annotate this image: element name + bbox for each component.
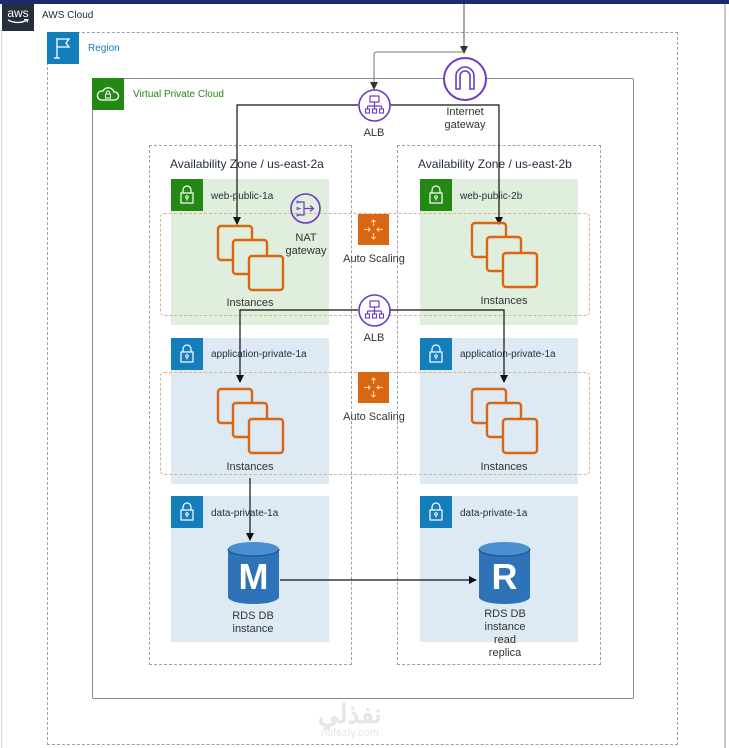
ec2-instances-icon[interactable] — [470, 387, 540, 460]
nat-gateway-icon[interactable] — [290, 193, 321, 229]
ec2-instances-icon[interactable] — [470, 221, 540, 294]
subnet-web-a-label: web-public-1a — [211, 191, 274, 202]
wire-alb2-to-app-a — [236, 309, 358, 383]
rds-master-label: RDS DB instance — [212, 610, 294, 636]
subnet-lock-icon — [171, 179, 203, 211]
rds-replica-label-line2: instance — [484, 621, 526, 633]
vpc-label: Virtual Private Cloud — [133, 89, 224, 100]
rds-replica-label: RDS DB instance read replica — [464, 608, 546, 660]
auto-scaling-web-label: Auto Scaling — [343, 253, 405, 265]
subnet-lock-icon — [420, 496, 452, 528]
aws-smile-icon — [7, 19, 29, 24]
rds-master-letter: M — [238, 556, 269, 597]
internet-gateway-label-line1: Internet — [446, 106, 484, 118]
nat-gateway-label: NAT gateway — [280, 232, 332, 258]
rds-database-icon[interactable]: R — [478, 541, 531, 605]
region-group[interactable] — [47, 32, 678, 745]
internet-gateway-label: Internet gateway — [428, 106, 502, 132]
internet-gateway-icon[interactable] — [442, 56, 488, 107]
subnet-lock-icon — [171, 496, 203, 528]
auto-scaling-app-label: Auto Scaling — [343, 411, 405, 423]
rds-replica-label-line3: read — [493, 634, 517, 646]
rds-replica-label-line4: replica — [488, 647, 522, 659]
wire-alb-to-web-b — [390, 104, 503, 225]
ec2-instances-icon[interactable] — [216, 387, 286, 460]
subnet-web-b-label: web-public-2b — [460, 191, 523, 202]
subnet-app-a-label: application-private-1a — [211, 349, 307, 360]
nat-gateway-label-line1: NAT — [295, 232, 317, 244]
aws-cloud-label: AWS Cloud — [42, 10, 94, 21]
internet-gateway-label-line2: gateway — [444, 119, 486, 131]
aws-logo-text: aws — [7, 6, 29, 20]
top-bar — [0, 0, 729, 4]
watermark-latin: nafezly.com — [320, 727, 379, 739]
load-balancer-icon[interactable] — [358, 294, 391, 332]
auto-scaling-icon[interactable] — [358, 214, 389, 245]
subnet-lock-icon — [171, 338, 203, 370]
availability-zone-a[interactable] — [149, 145, 352, 665]
subnet-data-a-label: data-private-1a — [211, 508, 279, 519]
wire-alb2-to-app-b — [390, 309, 508, 383]
region-flag-icon — [47, 32, 79, 64]
availability-zone-b-label: Availability Zone / us-east-2b — [418, 157, 572, 171]
subnet-app-b-label: application-private-1a — [460, 349, 556, 360]
watermark-arabic: نفذلي — [318, 699, 382, 729]
wire-igw-to-alb — [370, 51, 464, 90]
subnet-lock-icon — [420, 338, 452, 370]
wire-alb-to-web-a — [233, 104, 358, 225]
alb-mid-label: ALB — [363, 332, 385, 344]
rds-replica-label-line1: RDS DB — [484, 608, 526, 620]
alb-top-label: ALB — [363, 127, 385, 139]
subnet-data-b-label: data-private-1a — [460, 508, 528, 519]
canvas-edge — [724, 4, 726, 748]
instances-app-b-label: Instances — [480, 461, 528, 473]
nat-gateway-label-line2: gateway — [285, 245, 327, 257]
instances-web-b-label: Instances — [480, 295, 528, 307]
rds-database-icon[interactable]: M — [227, 541, 280, 605]
vpc-cloud-lock-icon — [92, 78, 124, 110]
rds-master-label-line2: instance — [232, 623, 274, 635]
region-label: Region — [88, 43, 120, 54]
load-balancer-icon[interactable] — [358, 89, 391, 127]
availability-zone-a-label: Availability Zone / us-east-2a — [170, 157, 324, 171]
aws-logo-icon: aws — [2, 4, 34, 31]
watermark: نفذلي nafezly.com — [318, 700, 382, 739]
rds-replica-letter: R — [491, 556, 518, 597]
rds-master-label-line1: RDS DB — [232, 610, 274, 622]
auto-scaling-icon[interactable] — [358, 372, 389, 403]
instances-web-a-label: Instances — [226, 297, 274, 309]
instances-app-a-label: Instances — [226, 461, 274, 473]
subnet-lock-icon — [420, 179, 452, 211]
canvas-edge-left — [1, 30, 2, 748]
vpc-group[interactable] — [92, 78, 634, 699]
ec2-instances-icon[interactable] — [216, 224, 286, 297]
